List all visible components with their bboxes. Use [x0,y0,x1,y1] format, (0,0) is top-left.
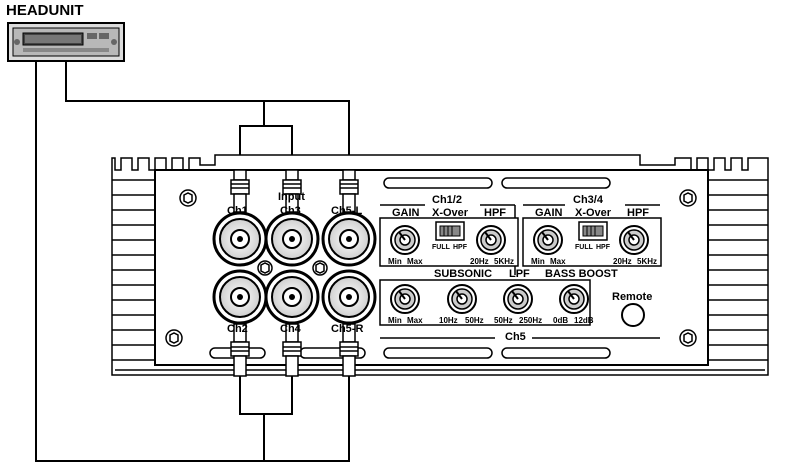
headunit [7,22,125,62]
rca-label-ch5-l: Ch5-L [331,205,363,217]
ch5-bass-min: 0dB [553,316,569,325]
amp-front-panel [154,169,709,366]
amplifier [111,154,769,376]
gain-knob-ch12 [390,225,420,255]
ch5-subsonic-min: 10Hz [439,316,458,325]
lpf-knob [503,284,533,314]
xover-switch-ch34 [578,221,608,241]
ch34-xover-label: X-Over [575,207,612,219]
remote-led [621,303,645,327]
ch12-hpf-label: HPF [484,207,506,219]
rca-jack-ch5-r [321,269,377,325]
rca-label-ch4: Ch4 [280,323,301,335]
xover-switch-ch12 [435,221,465,241]
ch34-hpf-max: 5KHz [637,257,658,266]
rca-label-ch2: Ch2 [227,323,248,335]
hpf-knob-ch12 [476,225,506,255]
ch34-gain-label: GAIN [535,207,563,219]
headunit-label: HEADUNIT [6,2,84,19]
ch5-lpf-label: LPF [509,268,530,280]
bass-boost-knob [559,284,589,314]
gain-knob-ch34 [533,225,563,255]
ch34-switch-full: FULL [575,244,593,251]
rca-plugs-top [230,169,359,213]
ch5-subsonic-label: SUBSONIC [434,268,493,280]
ch12-gain-min: Min [388,257,402,266]
rca-jack-ch4 [264,269,320,325]
ch34-switch-hpf: HPF [596,244,610,251]
ch12-title: Ch1/2 [432,194,462,206]
subsonic-knob [447,284,477,314]
ch12-switch-hpf: HPF [453,244,467,251]
ch12-gain-label: GAIN [392,207,420,219]
ch5-bass-max: 12dB [574,316,594,325]
hpf-knob-ch34 [619,225,649,255]
ch5-bassboost-label: BASS BOOST [545,268,618,280]
ch34-hpf-min: 20Hz [613,257,632,266]
rca-jack-ch3 [264,211,320,267]
ch5-gain-max: Max [407,316,423,325]
ch5-gain-min: Min [388,316,402,325]
rca-label-ch1: Ch1 [227,205,248,217]
ch5-subsonic-max: 50Hz [465,316,484,325]
rca-label-ch3: Ch3 [280,205,301,217]
panel-screws [165,189,697,347]
rca-label-ch5-r: Ch5-R [331,323,364,335]
ch34-gain-max: Max [550,257,566,266]
ch12-xover-label: X-Over [432,207,469,219]
rca-wires [35,61,350,462]
input-label: Input [278,191,305,203]
ch5-lpf-max: 250Hz [519,316,543,325]
ch34-gain-min: Min [531,257,545,266]
ch5-title: Ch5 [505,331,526,343]
gain-knob-ch5 [390,284,420,314]
ch5-lpf-min: 50Hz [494,316,513,325]
ch34-hpf-label: HPF [627,207,649,219]
rca-plugs-bottom [230,323,359,377]
ch34-title: Ch3/4 [573,194,603,206]
ch12-switch-full: FULL [432,244,450,251]
ch12-hpf-min: 20Hz [470,257,489,266]
rca-jacks [212,211,377,325]
ch12-hpf-max: 5KHz [494,257,515,266]
rca-jack-ch1 [212,211,268,267]
remote-label: Remote [612,291,653,303]
knobs [390,225,649,314]
rca-jack-ch2 [212,269,268,325]
rca-jack-ch5-l [321,211,377,267]
ch12-gain-max: Max [407,257,423,266]
